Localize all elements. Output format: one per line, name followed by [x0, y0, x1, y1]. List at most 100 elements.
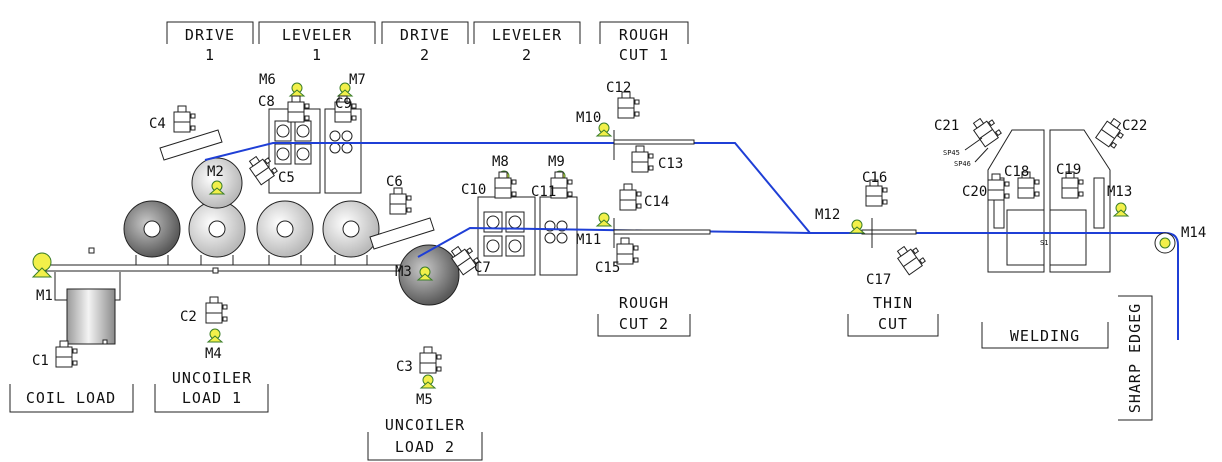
thin-cut-blade: [861, 218, 917, 248]
cylinder-c11[interactable]: C11: [531, 171, 573, 200]
leveler-1-unit: [268, 108, 362, 194]
motor-m7-label: M7: [349, 72, 366, 88]
section-coil-load-label: COIL LOAD: [26, 389, 116, 407]
motor-m3[interactable]: M3: [395, 264, 434, 281]
cylinder-c9[interactable]: C9: [334, 95, 357, 123]
motor-m5[interactable]: M5: [416, 374, 437, 408]
cylinder-c6[interactable]: C6: [386, 174, 412, 215]
motor-m1-label: M1: [36, 288, 53, 304]
section-uncoiler-load-2-line1: UNCOILER: [385, 416, 465, 434]
sensor-s1: S1: [1040, 239, 1048, 247]
cylinder-c3-label: C3: [396, 359, 413, 375]
motor-m7[interactable]: M7: [336, 72, 366, 97]
motor-m1[interactable]: M1: [31, 252, 53, 304]
sensor-sp46: SP46: [954, 160, 971, 168]
section-sharp-edge: SHARP EDGEG: [1118, 295, 1153, 421]
cylinder-c4[interactable]: C4: [149, 105, 196, 133]
section-uncoiler-load-2: UNCOILER LOAD 2: [367, 416, 483, 461]
section-thin-cut-line2: CUT: [878, 315, 908, 333]
roll-3: [256, 200, 314, 265]
section-rough-cut-2: ROUGH CUT 2: [597, 294, 691, 337]
section-thin-cut-line1: THIN: [873, 294, 913, 312]
section-uncoiler-load-1-line1: UNCOILER: [172, 369, 252, 387]
cylinder-c22-label: C22: [1122, 118, 1147, 134]
cylinder-c12-label: C12: [606, 80, 631, 96]
cylinder-c7[interactable]: C7: [448, 241, 491, 276]
motor-m5-label: M5: [416, 392, 433, 408]
cylinder-c2-label: C2: [180, 309, 197, 325]
cylinder-c5[interactable]: C5: [246, 151, 295, 186]
motor-m12-label: M12: [815, 207, 840, 223]
cylinder-c20[interactable]: C20: [962, 173, 1010, 201]
cylinder-c15-label: C15: [595, 260, 620, 276]
section-uncoiler-load-2-line2: LOAD 2: [395, 438, 455, 456]
cylinder-c11-label: C11: [531, 184, 556, 200]
motor-m10-label: M10: [576, 110, 601, 126]
cylinder-c2[interactable]: C2: [180, 296, 228, 325]
cylinder-c15[interactable]: C15: [595, 237, 639, 276]
section-leveler-1: LEVELER 1: [258, 21, 376, 64]
cylinder-c18[interactable]: C18: [1004, 164, 1040, 199]
cylinder-c14-label: C14: [644, 194, 669, 210]
cylinder-c12[interactable]: C12: [606, 80, 640, 119]
cylinder-c17-label: C17: [866, 272, 891, 288]
section-leveler-2: LEVELER 2: [473, 21, 581, 64]
cylinder-c14[interactable]: C14: [619, 183, 669, 211]
section-rough-cut-2-line2: CUT 2: [619, 315, 669, 333]
cylinder-c4-label: C4: [149, 116, 166, 132]
cylinder-c7-label: C7: [474, 260, 491, 276]
motor-m14-label: M14: [1181, 225, 1206, 241]
section-welding-label: WELDING: [1010, 327, 1080, 345]
section-leveler-2-line2: 2: [522, 46, 532, 64]
cylinder-c1[interactable]: C1: [32, 340, 78, 369]
motor-m6[interactable]: M6: [259, 72, 306, 97]
motor-m10[interactable]: M10: [576, 110, 613, 137]
motor-m4-label: M4: [205, 346, 222, 362]
section-thin-cut: THIN CUT: [847, 294, 939, 337]
cylinder-c16[interactable]: C16: [862, 170, 888, 207]
motor-m14[interactable]: M14: [1159, 225, 1206, 249]
section-coil-load: COIL LOAD: [9, 384, 134, 413]
cylinder-c1-label: C1: [32, 353, 49, 369]
motor-m4[interactable]: M4: [205, 328, 224, 362]
section-rough-cut-1-line1: ROUGH: [619, 26, 669, 44]
section-drive-1: DRIVE 1: [166, 21, 254, 64]
cylinder-c13-label: C13: [658, 156, 683, 172]
section-leveler-1-line2: 1: [312, 46, 322, 64]
motor-m13-label: M13: [1107, 184, 1132, 200]
section-uncoiler-load-1: UNCOILER LOAD 1: [154, 369, 269, 413]
roll-2: [188, 200, 246, 265]
cylinder-c8[interactable]: C8: [258, 94, 310, 123]
cylinder-c13[interactable]: C13: [631, 145, 683, 173]
cylinder-c21[interactable]: C21: [934, 113, 1002, 148]
cylinder-c10-label: C10: [461, 182, 486, 198]
cylinder-c21-label: C21: [934, 118, 959, 134]
motor-m11[interactable]: M11: [576, 212, 613, 248]
cylinder-c9-label: C9: [335, 96, 352, 112]
motor-m13[interactable]: M13: [1107, 184, 1132, 217]
cylinder-c3[interactable]: C3: [396, 346, 442, 375]
sensor-sp45: SP45: [943, 149, 960, 157]
section-drive-2: DRIVE 2: [381, 21, 469, 64]
section-drive-2-line2: 2: [420, 46, 430, 64]
cylinder-c10[interactable]: C10: [461, 171, 517, 199]
motor-m2-label: M2: [207, 164, 224, 180]
motor-m11-label: M11: [576, 232, 601, 248]
cylinder-c22[interactable]: C22: [1095, 116, 1148, 149]
cylinder-c6-label: C6: [386, 174, 403, 190]
cylinder-c17[interactable]: C17: [866, 241, 926, 288]
section-drive-1-line1: DRIVE: [185, 26, 235, 44]
roll-1-dark: [123, 200, 181, 265]
leveler-2-unit: [477, 196, 578, 276]
motor-m12[interactable]: M12: [815, 207, 866, 234]
motor-m2[interactable]: M2: [207, 164, 226, 195]
section-leveler-1-line1: LEVELER: [282, 26, 352, 44]
section-sharp-edge-label: SHARP EDGEG: [1126, 303, 1144, 413]
cylinder-c19-label: C19: [1056, 162, 1081, 178]
section-welding: WELDING: [981, 322, 1109, 349]
cylinder-c8-label: C8: [258, 94, 275, 110]
roll-4: [322, 200, 380, 265]
cylinder-c19[interactable]: C19: [1056, 162, 1084, 199]
